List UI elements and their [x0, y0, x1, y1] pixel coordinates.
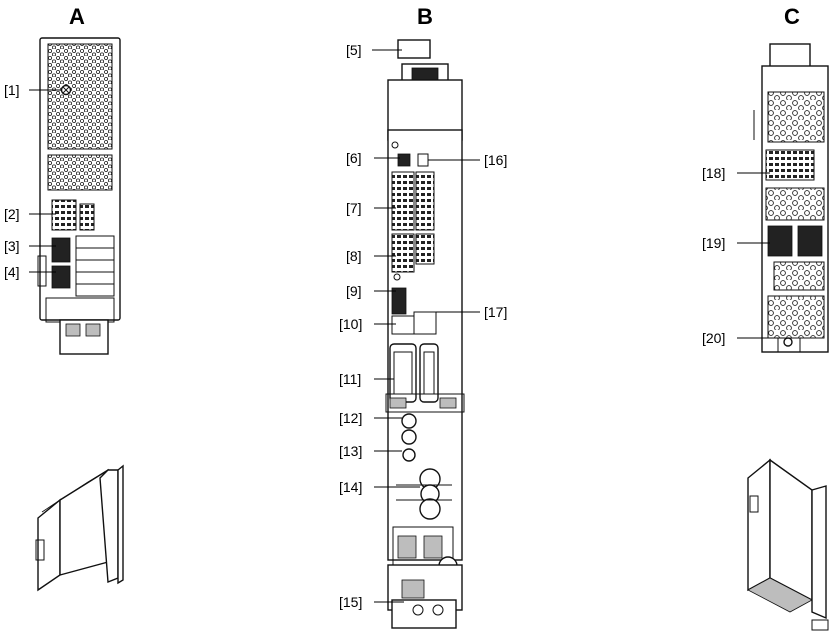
view-c-perspective: [747, 458, 829, 631]
callout-8: [8]: [346, 248, 362, 264]
callout-10: [10]: [339, 316, 362, 332]
callout-16: [16]: [484, 152, 507, 168]
callout-5: [5]: [346, 42, 362, 58]
callout-18: [18]: [702, 165, 725, 181]
callout-7: [7]: [346, 200, 362, 216]
view-label-b: B: [417, 4, 433, 29]
callout-6: [6]: [346, 150, 362, 166]
callout-1: [1]: [4, 82, 20, 98]
view-c-side: [753, 43, 829, 353]
callout-4: [4]: [4, 264, 20, 280]
callout-14: [14]: [339, 479, 362, 495]
leader-lines: [29, 49, 784, 603]
callout-19: [19]: [702, 235, 725, 251]
view-a-perspective: [35, 464, 124, 592]
callout-11: [11]: [339, 371, 361, 387]
callout-13: [13]: [339, 443, 362, 459]
callout-12: [12]: [339, 410, 362, 426]
view-label-c: C: [784, 4, 800, 29]
callout-3: [3]: [4, 238, 20, 254]
view-a-front: [37, 37, 121, 355]
callout-2: [2]: [4, 206, 20, 222]
view-label-a: A: [69, 4, 85, 29]
view-b-front: [385, 39, 465, 629]
callout-17: [17]: [484, 304, 507, 320]
callout-20: [20]: [702, 330, 725, 346]
callout-9: [9]: [346, 283, 362, 299]
callout-15: [15]: [339, 594, 362, 610]
